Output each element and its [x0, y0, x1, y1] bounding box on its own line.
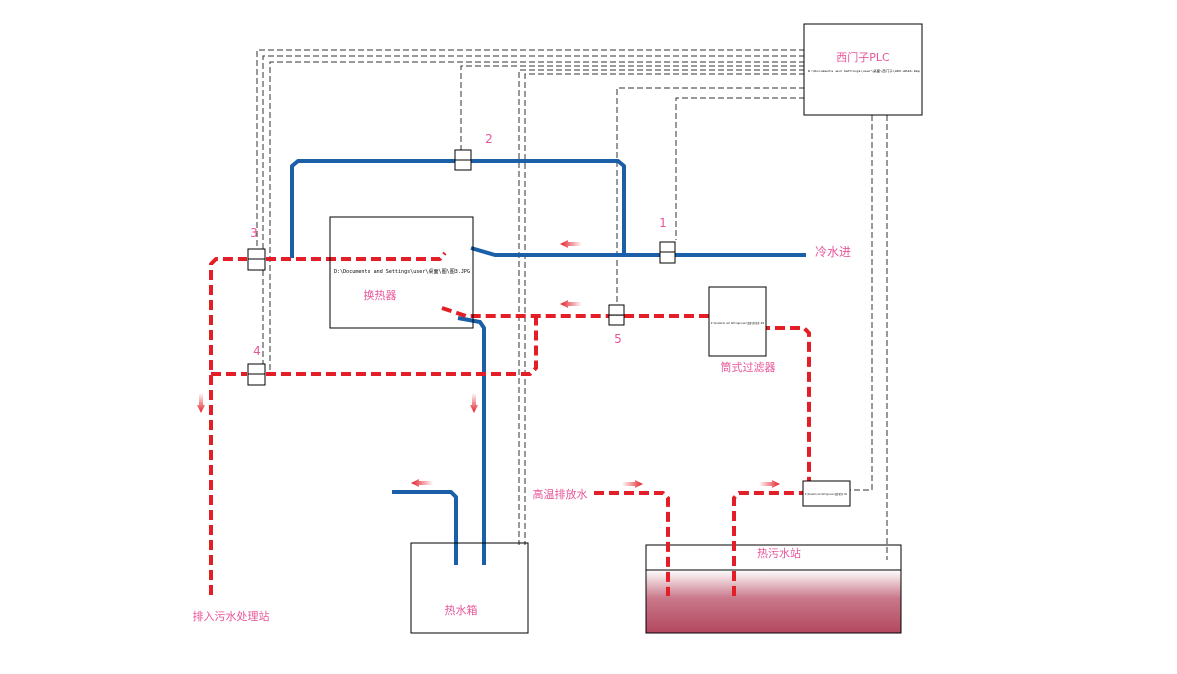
valve-image-path: D:\Documents and Settings\user\桌面\图\阀.JP… [609, 314, 623, 317]
arrow-left-icon [411, 479, 433, 487]
valve-4-label: 4 [253, 344, 261, 358]
arrow-left-icon [560, 300, 582, 308]
hot-water-pipes [209, 251, 811, 596]
flow-arrows [197, 240, 780, 488]
valve-1[interactable] [659, 241, 676, 264]
arrow-down-icon [470, 393, 478, 413]
hot-water-tank-box[interactable] [410, 542, 529, 634]
heat-exchanger-image-path: D:\Documents and Settings\user\桌面\图\图3.J… [334, 268, 470, 275]
valve-5-label: 5 [614, 332, 622, 346]
hot-sewage-station-label: 热污水站 [757, 546, 801, 560]
arrow-down-icon [197, 393, 205, 413]
arrow-right-icon [622, 480, 643, 488]
discharge-label: 排入污水处理站 [193, 609, 270, 623]
pump-box[interactable] [802, 480, 851, 507]
cold-water-in-label: 冷水进 [815, 245, 851, 259]
valve-3[interactable] [247, 248, 266, 271]
hot-water-tank-label: 热水箱 [445, 603, 478, 617]
cold-water-pipes [290, 159, 806, 565]
hot-sewage-station [645, 544, 902, 634]
valve-3-label: 3 [250, 226, 258, 240]
pump-image-path: D:\Documents and Settings\user\桌面\图\泵.JP… [805, 492, 847, 496]
heat-exchanger-label: 换热器 [364, 288, 397, 302]
plc-image-path: D:\Documents and Settings\user\桌面\西门子\AK… [808, 68, 920, 73]
filter-image-path: D:\Documents and Settings\user\桌面\图\筒式.J… [711, 321, 764, 325]
arrow-right-icon [759, 480, 780, 488]
valve-5[interactable] [608, 304, 625, 326]
valve-2-label: 2 [485, 132, 493, 146]
valve-1-label: 1 [659, 216, 667, 230]
plc-box[interactable] [803, 23, 923, 116]
plc-label: 西门子PLC [836, 50, 890, 64]
filter-label: 筒式过滤器 [721, 360, 776, 374]
arrow-left-icon [560, 240, 582, 248]
heat-exchanger-box[interactable] [329, 216, 474, 329]
valve-4[interactable] [247, 363, 266, 386]
valve-2[interactable] [454, 149, 472, 171]
high-temp-drain-label: 高温排放水 [533, 487, 588, 501]
filter-box[interactable] [708, 286, 767, 357]
